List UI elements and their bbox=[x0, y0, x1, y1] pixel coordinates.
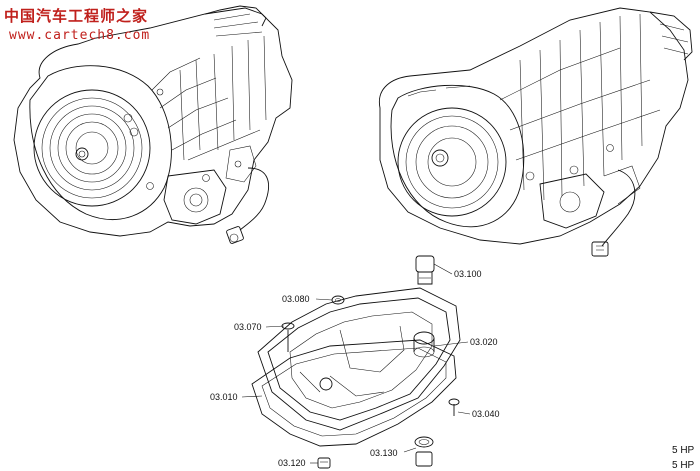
left-transmission-illustration bbox=[13, 5, 293, 244]
callout-03010: 03.010 bbox=[210, 392, 238, 402]
leader-lines bbox=[241, 263, 471, 464]
callout-03130: 03.130 bbox=[370, 448, 398, 458]
callout-03080: 03.080 bbox=[282, 294, 310, 304]
callout-03040: 03.040 bbox=[472, 409, 500, 419]
watermark-url: www.cartech8.com bbox=[9, 28, 151, 43]
side-label-bottom: 5 HP bbox=[672, 460, 695, 471]
watermark-title: 中国汽车工程师之家 bbox=[4, 7, 149, 25]
oil-pan-exploded-view bbox=[251, 255, 461, 469]
side-label-top: 5 HP bbox=[672, 445, 695, 456]
callout-03120: 03.120 bbox=[278, 458, 306, 468]
callout-03100: 03.100 bbox=[454, 269, 482, 279]
callout-03020: 03.020 bbox=[470, 337, 498, 347]
right-transmission-illustration bbox=[378, 7, 693, 257]
callout-03070: 03.070 bbox=[234, 322, 262, 332]
